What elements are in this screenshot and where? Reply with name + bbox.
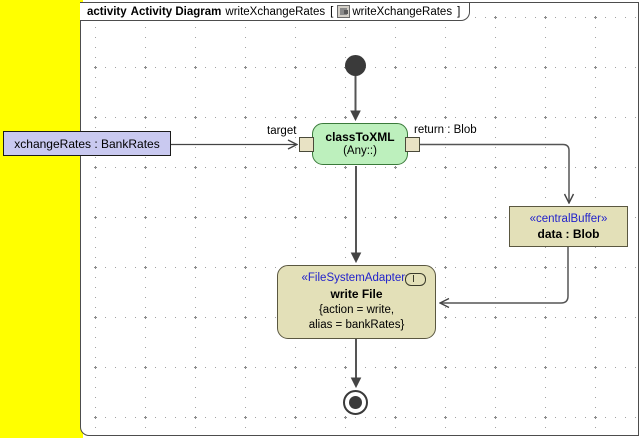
central-buffer-node[interactable]: «centralBuffer» data : Blob xyxy=(509,206,628,247)
activity-final-node[interactable] xyxy=(343,390,368,415)
pin-label-target: target xyxy=(267,125,297,137)
write-file-property-line2: alias = bankRates} xyxy=(308,319,405,331)
frame-diagram-name: writeXchangeRates xyxy=(225,5,326,18)
write-file-property-line1: {action = write, xyxy=(318,304,395,316)
action-name: classToXML xyxy=(325,130,395,144)
write-file-stereotype: «FileSystemAdapter» xyxy=(301,272,412,284)
frame-bracket-open: [ xyxy=(330,5,334,18)
input-pin-target[interactable] xyxy=(299,137,314,152)
output-pin-return[interactable] xyxy=(405,137,420,152)
initial-node[interactable] xyxy=(345,55,366,76)
central-buffer-stereotype: «centralBuffer» xyxy=(529,212,608,225)
object-node-label: xchangeRates : BankRates xyxy=(14,136,160,151)
socket-icon xyxy=(405,273,426,286)
action-write-file[interactable]: «FileSystemAdapter» write File {action =… xyxy=(277,265,436,339)
write-file-name: write File xyxy=(330,287,383,301)
action-type: (Any::) xyxy=(343,145,377,157)
action-class-to-xml[interactable]: classToXML (Any::) xyxy=(312,123,408,165)
frame-diagram-type: Activity Diagram xyxy=(130,5,222,18)
frame-header: activity Activity Diagram writeXchangeRa… xyxy=(80,2,471,21)
left-yellow-panel xyxy=(0,0,83,438)
object-node-xchangerates[interactable]: xchangeRates : BankRates xyxy=(3,131,171,156)
activity-model-icon xyxy=(337,5,351,18)
pin-label-return: return : Blob xyxy=(414,124,477,136)
frame-qualified-name: writeXchangeRates xyxy=(352,5,453,18)
central-buffer-label: data : Blob xyxy=(537,226,600,241)
frame-keyword: activity xyxy=(87,5,127,18)
frame-bracket-close: ] xyxy=(457,5,461,18)
